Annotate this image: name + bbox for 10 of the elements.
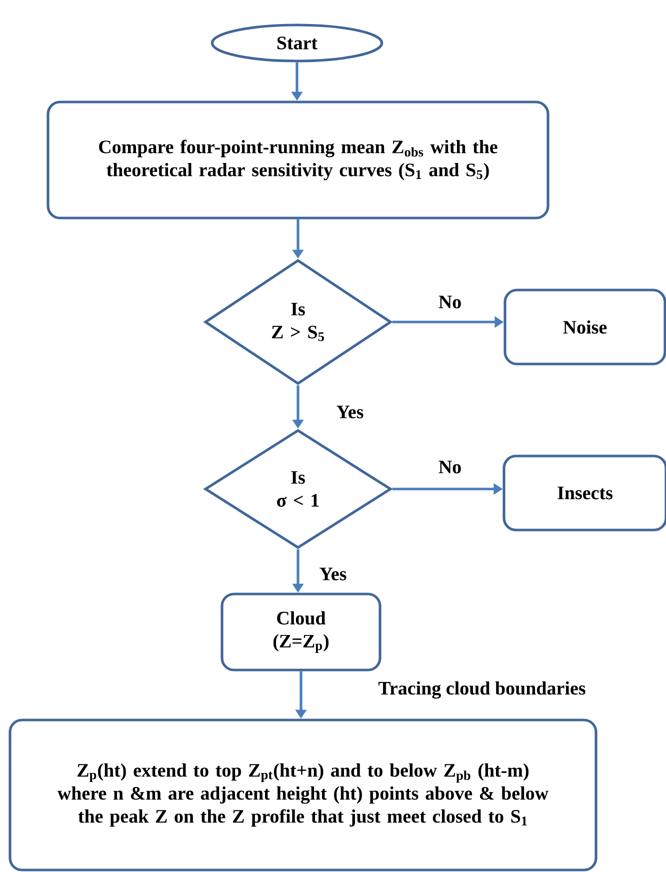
edge-label: Yes: [336, 406, 364, 418]
outcome-box: Noise: [504, 288, 666, 366]
edge-label: No: [438, 296, 461, 308]
outcome-box: Cloud (Z=Z$_{p}$): [220, 592, 382, 672]
edge-label: Tracing cloud boundaries: [378, 681, 586, 699]
process-box: Z$_{p}$(ht) extend to top Z$_{pt}$(ht+n) and to below Z$_{pb}$ (ht-m) where n &m are adjacent height (ht) points above & below the peak Z on the Z profile that just meet closed to S$_{1}$: [8, 718, 598, 872]
edge-label: Yes: [320, 568, 346, 580]
outcome-box: Insects: [502, 454, 666, 532]
edge-label: No: [438, 460, 461, 474]
process-box: Compare four-point-running mean Z$_{obs}$ with the theoretical radar sensitivity curves (S$_{1}$ and S$_{5}$): [46, 100, 550, 220]
